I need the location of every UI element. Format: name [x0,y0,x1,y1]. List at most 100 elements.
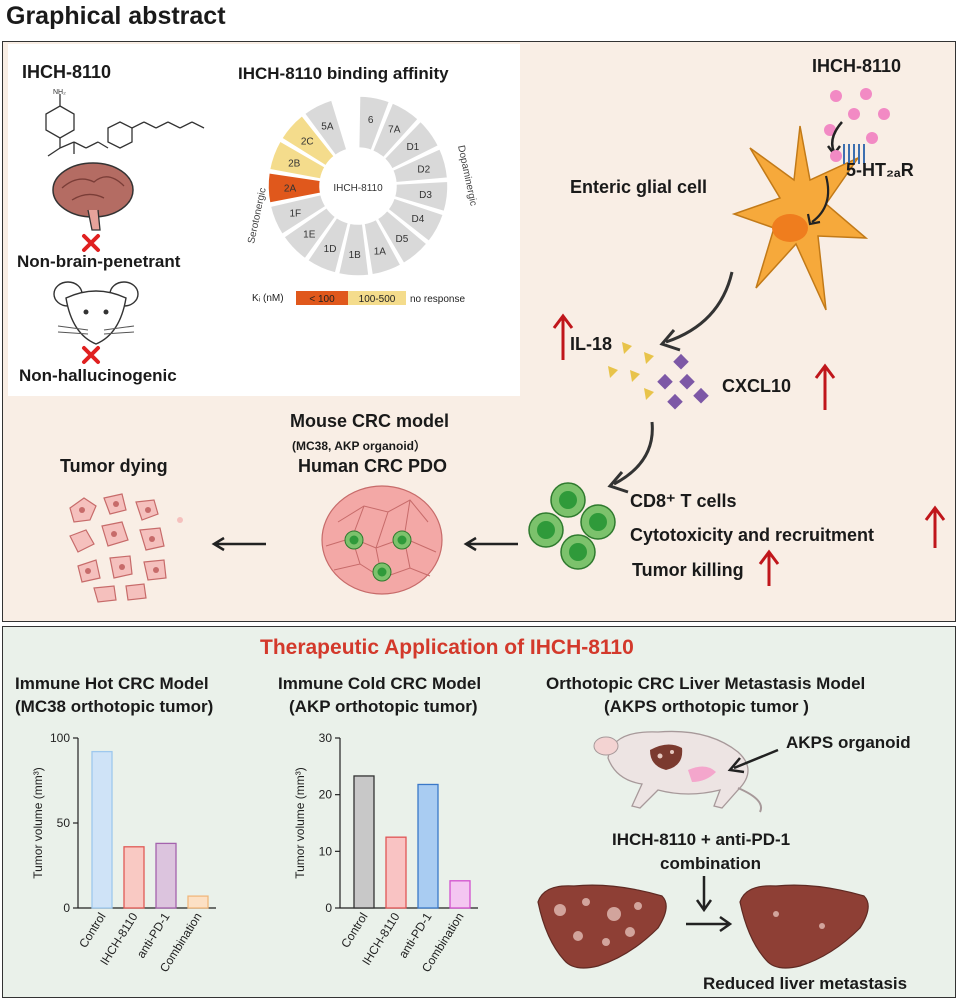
therapeutic-title: Therapeutic Application of IHCH-8110 [260,636,634,659]
y-axis-label: Tumor volume (mm³) [31,767,45,879]
wheel-segment-6 [357,95,391,152]
wheel-segment-label: 1D [324,244,337,255]
hot-model-title: Immune Hot CRC Model [15,674,209,693]
wheel-segment-label: D2 [417,165,430,176]
y-tick-label: 100 [50,731,70,745]
dopaminergic-label: Dopaminergic [455,144,479,207]
legend-swatch-mid [348,291,406,305]
arrow-left-icon [211,536,266,552]
combo-label: IHCH-8110 + anti-PD-1 [612,830,791,849]
wheel-segment-label: 6 [368,115,374,126]
wheel-segment-label: 5A [321,121,334,132]
il18-label: IL-18 [570,334,613,354]
wheel-segment-label: D4 [412,214,425,225]
wheel-segment-label: D3 [419,190,432,201]
wheel-segment-D4 [386,197,445,243]
tumor-organoid-icon [321,485,443,595]
arrow-icon [659,271,734,352]
wheel-segment-2B [268,139,327,180]
wheel-segment-D3 [393,180,449,213]
wheel-segment-1B [337,222,370,277]
wheel-segment-D1 [383,120,440,171]
wheel-segment-1E [282,206,337,260]
bar-combination [187,895,209,909]
bar-combination [449,880,471,909]
hot-model-subtitle: (MC38 orthotopic tumor) [15,697,214,716]
mouse-icon [53,281,139,345]
bar-ihch-8110 [385,836,407,909]
wheel-segment-7A [371,101,420,159]
up-arrow-icon [924,505,946,548]
enteric-glial-cell-icon [731,125,869,311]
wheel-segment-D2 [391,147,449,184]
wheel-segment-label: 1E [303,229,316,240]
serotonergic-label: Serotonergic [246,187,269,245]
cold-model-title: Immune Cold CRC Model [278,674,482,693]
cytotoxicity-label: Cytotoxicity and recruitment [630,525,875,545]
wheel-segment-label: 1B [349,250,362,261]
wheel-segment-label: 1A [374,246,387,257]
liver-after-icon [739,884,869,969]
cross-icon [82,346,100,364]
wheel-segment-1D [306,216,350,275]
wheel-segment-label: D1 [406,142,419,153]
combo-label-2: combination [660,854,762,873]
tcell-label: CD8⁺ T cells [630,491,737,511]
cross-icon [82,234,100,252]
wheel-segment-label: 2A [284,183,297,194]
affinity-title: IHCH-8110 binding affinity [238,64,449,83]
glial-cell-label: Enteric glial cell [570,177,708,197]
wheel-center-label: IHCH-8110 [333,183,383,194]
arrow-left-icon [463,536,518,552]
arrow-down-icon [695,876,713,913]
wheel-segment-label: 1F [289,208,301,219]
bar-anti-pd-1 [417,783,439,909]
liver-before-icon [537,884,667,969]
bar-anti-pd-1 [155,842,177,909]
wheel-segment-label: D5 [396,234,409,245]
y-tick-label: 30 [319,731,333,745]
non-brain-penetrant-label: Non-brain-penetrant [17,252,181,271]
wheel-segment-label: 2B [288,158,301,169]
compound-label-right: IHCH-8110 [812,56,902,76]
bar-control [91,750,113,909]
wheel-segment-1A [363,218,402,276]
brain-icon [52,162,134,231]
cold-model-subtitle: (AKP orthotopic tumor) [289,697,478,716]
tumor-dying-icon [69,493,183,603]
model-detail-label: (MC38, AKP organoid） [292,439,427,453]
mouse-crc-label: Mouse CRC model [290,411,450,431]
legend-swatch-high [296,291,348,305]
legend-item-none: no response [410,294,465,305]
arrow-icon [607,421,654,494]
y-tick-label: 0 [63,901,70,915]
y-tick-label: 0 [325,901,332,915]
page-title: Graphical abstract [6,2,226,30]
y-tick-label: 50 [57,816,71,830]
human-crc-label: Human CRC PDO [298,456,448,476]
cxcl10-label: CXCL10 [722,376,792,396]
t-cells-icon [528,482,616,570]
arrow-icon [727,748,779,774]
nh2-label: NH₂ [53,89,66,96]
compound-molecules-icon [824,88,890,157]
chemical-structure-icon: NH₂ [45,89,205,157]
liver-model-subtitle: (AKPS orthotopic tumor ) [604,697,809,716]
tumor-dying-label: Tumor dying [60,456,168,476]
reduced-liver-label: Reduced liver metastasis [703,974,908,993]
wheel-segment-D5 [376,209,429,265]
wheel-segment-2C [280,114,336,167]
wheel-segment-label: 7A [388,124,401,135]
compound-name: IHCH-8110 [22,62,112,82]
legend-title: Kᵢ (nM) [252,293,284,304]
wheel-segment-5A [303,98,348,157]
non-hallucinogenic-label: Non-hallucinogenic [19,366,177,385]
receptor-label: 5-HT₂ₐR [846,160,914,180]
arrow-right-icon [686,915,733,933]
wheel-segment-1F [269,193,327,236]
x-tick-label: Control [76,910,108,950]
tumor-killing-label: Tumor killing [632,560,744,580]
